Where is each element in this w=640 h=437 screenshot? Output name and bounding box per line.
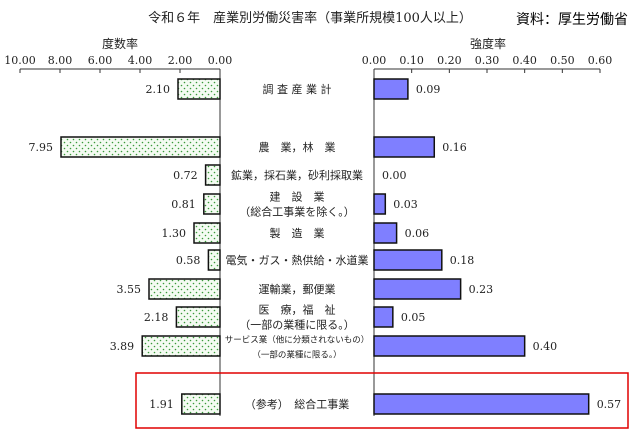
frequency-label: 2.10 [146,83,171,96]
frequency-label: 3.55 [117,283,142,296]
chart-title: 令和６年 産業別労働災害率（事業所規模100人以上） [148,10,472,26]
frequency-label: 0.58 [176,254,201,267]
frequency-bar [141,335,221,357]
frequency-bar [60,136,221,158]
right-axis-title: 強度率 [470,36,506,51]
severity-bar [373,306,394,328]
right-tick-label: 0.20 [437,54,462,67]
severity-label: 0.57 [597,398,622,411]
left-tick-label: 6.00 [88,54,113,67]
category-label: 製 造 業 [270,226,325,240]
category-label: （総合工事業を除く。） [239,205,355,219]
left-tick-label: 2.00 [168,54,193,67]
right-tick-label: 0.40 [512,54,537,67]
frequency-label: 1.30 [162,227,187,240]
severity-label: 0.05 [401,311,426,324]
left-tick-label: 10.00 [4,54,36,67]
left-tick-label: 0.00 [208,54,233,67]
severity-bar [373,278,462,300]
category-label: （一部の業種に限る。） [252,350,341,361]
frequency-label: 0.72 [173,169,198,182]
left-tick-label: 8.00 [48,54,73,67]
frequency-bar [177,78,221,100]
category-label: 鉱業，採石業，砂利採取業 [231,168,363,182]
severity-bar [373,222,398,244]
severity-label: 0.00 [382,169,407,182]
severity-bar [373,193,387,215]
right-tick-label: 0.30 [475,54,500,67]
frequency-bar [193,222,221,244]
severity-bar [373,393,590,415]
severity-label: 0.18 [450,254,475,267]
category-label: 建 設 業 [270,190,325,204]
severity-bar [373,136,436,158]
category-label: 医 療，福 祉 [259,303,336,317]
severity-label: 0.16 [442,141,467,154]
frequency-bar [203,193,221,215]
right-tick-label: 0.50 [550,54,575,67]
frequency-bar [148,278,221,300]
frequency-label: 2.18 [144,311,169,324]
right-tick-label: 0.60 [588,54,613,67]
severity-bar [373,335,526,357]
frequency-bar [204,164,221,186]
frequency-bar [207,249,221,271]
category-label: サービス業（他に分類されないもの） [225,335,370,346]
severity-label: 0.06 [405,227,430,240]
category-label: （参考） 総合工事業 [245,397,350,411]
frequency-label: 1.91 [149,398,174,411]
category-label: 調 査 産 業 計 [263,82,332,96]
severity-label: 0.09 [416,83,441,96]
frequency-label: 7.95 [29,141,54,154]
right-tick-label: 0.00 [362,54,387,67]
left-tick-label: 4.00 [128,54,153,67]
category-label: 農 業，林 業 [259,140,336,154]
right-tick-label: 0.10 [399,54,424,67]
frequency-bar [175,306,221,328]
frequency-label: 3.89 [110,340,135,353]
source-label: 資料：厚生労働省 [516,12,628,28]
category-label: 電気・ガス・熱供給・水道業 [226,253,369,267]
frequency-label: 0.81 [171,198,196,211]
left-axis-title: 度数率 [102,36,138,51]
highlight-box [135,372,629,429]
frequency-bar [181,393,221,415]
category-label: （一部の業種に限る。） [239,318,355,332]
severity-bar [373,78,409,100]
severity-bar [373,249,443,271]
category-label: 運輸業，郵便業 [259,282,336,296]
severity-label: 0.40 [533,340,558,353]
severity-label: 0.23 [469,283,494,296]
severity-label: 0.03 [393,198,418,211]
